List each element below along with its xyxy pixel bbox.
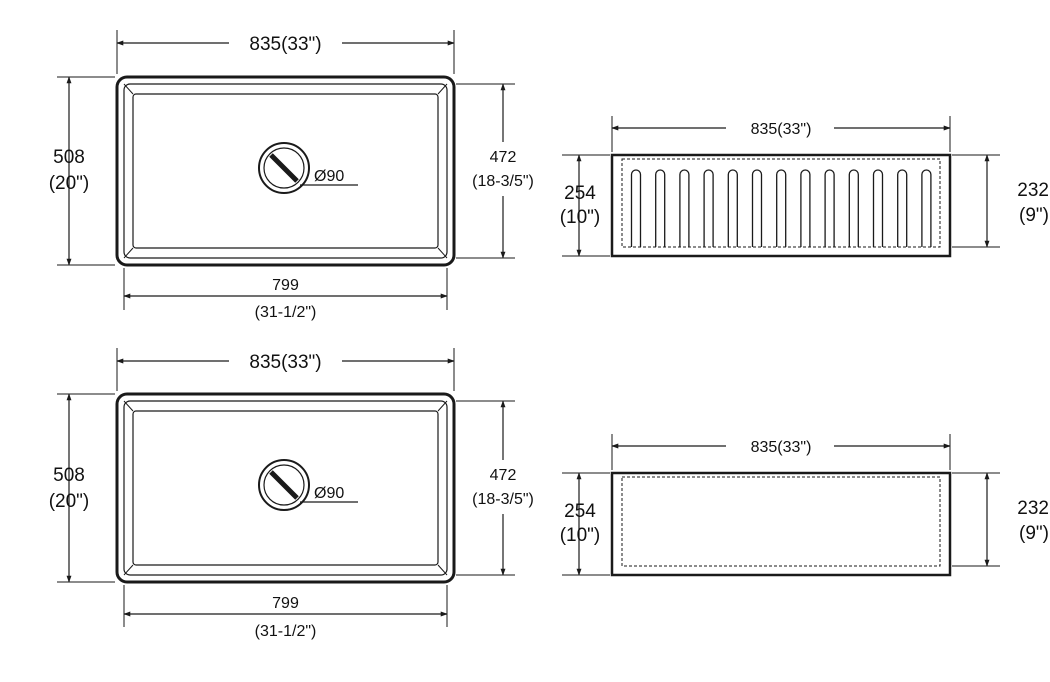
inner-length-in-label: (31-1/2") bbox=[255, 623, 317, 640]
front-inner-height-mm-label: 232 bbox=[1017, 180, 1049, 201]
overall-length-label: 835(33") bbox=[249, 352, 321, 373]
front-length-label: 835(33") bbox=[751, 439, 812, 456]
overall-length-dimension bbox=[116, 30, 455, 74]
depth-dimension bbox=[57, 76, 115, 266]
inner-length-mm-label: 799 bbox=[272, 277, 299, 294]
inner-depth-in-label: (18-3/5") bbox=[472, 491, 534, 508]
drain-label: Ø90 bbox=[314, 168, 344, 185]
flute-groove bbox=[872, 169, 884, 247]
inner-length-dimension bbox=[123, 268, 448, 310]
drain-label: Ø90 bbox=[314, 485, 344, 502]
depth-in-label: (20") bbox=[49, 173, 90, 194]
overall-length-dimension bbox=[116, 348, 455, 391]
front-inner-height-mm-label: 232 bbox=[1017, 498, 1049, 519]
inner-length-mm-label: 799 bbox=[272, 595, 299, 612]
flute-groove bbox=[703, 169, 714, 247]
top-view-2: Ø90 835(33") 508 (20") 472 (18-3/5") bbox=[49, 348, 534, 640]
depth-mm-label: 508 bbox=[53, 465, 85, 486]
front-length-dimension bbox=[611, 116, 951, 152]
front-height-in-label: (10") bbox=[560, 207, 601, 228]
front-height-mm-label: 254 bbox=[564, 183, 596, 204]
front-view-plain: 835(33") 254 (10") 232 (9") bbox=[560, 434, 1049, 577]
apron-flutes bbox=[630, 169, 932, 247]
front-inner-height-in-label: (9") bbox=[1019, 205, 1049, 226]
flute-groove bbox=[824, 169, 835, 247]
drain-strainer-icon bbox=[258, 459, 358, 511]
front-inner-height-dimension bbox=[952, 154, 1000, 248]
front-height-dimension bbox=[562, 154, 610, 257]
flute-groove bbox=[776, 169, 787, 247]
flute-groove bbox=[727, 169, 738, 247]
flute-groove bbox=[655, 169, 666, 247]
flute-groove bbox=[848, 169, 859, 247]
inner-depth-dimension bbox=[456, 400, 515, 576]
front-length-label: 835(33") bbox=[751, 121, 812, 138]
drain-strainer-icon bbox=[258, 142, 358, 194]
front-height-in-label: (10") bbox=[560, 525, 601, 546]
flute-groove bbox=[800, 169, 811, 247]
flute-groove bbox=[679, 169, 690, 247]
overall-length-label: 835(33") bbox=[249, 34, 321, 55]
inner-depth-in-label: (18-3/5") bbox=[472, 173, 534, 190]
inner-depth-mm-label: 472 bbox=[490, 149, 517, 166]
front-inner-height-dimension bbox=[952, 472, 1000, 567]
depth-mm-label: 508 bbox=[53, 147, 85, 168]
front-length-dimension bbox=[611, 434, 951, 470]
sink-outline bbox=[115, 392, 456, 584]
depth-dimension bbox=[57, 393, 115, 583]
depth-in-label: (20") bbox=[49, 491, 90, 512]
front-height-mm-label: 254 bbox=[564, 501, 596, 522]
front-height-dimension bbox=[562, 472, 610, 576]
inner-depth-dimension bbox=[456, 83, 515, 259]
inner-length-dimension bbox=[123, 585, 448, 627]
top-view-1: Ø90 835(33") 508 (20") 472 (18-3/5") bbox=[49, 30, 534, 321]
front-inner-height-in-label: (9") bbox=[1019, 523, 1049, 544]
inner-length-in-label: (31-1/2") bbox=[255, 304, 317, 321]
sink-outline bbox=[115, 75, 456, 267]
flute-groove bbox=[921, 169, 932, 247]
flute-groove bbox=[897, 169, 908, 247]
front-view-fluted: 835(33") 254 (10") 232 (9") bbox=[560, 116, 1049, 258]
flute-groove bbox=[751, 169, 763, 247]
inner-depth-mm-label: 472 bbox=[490, 467, 517, 484]
flute-groove bbox=[630, 169, 642, 247]
